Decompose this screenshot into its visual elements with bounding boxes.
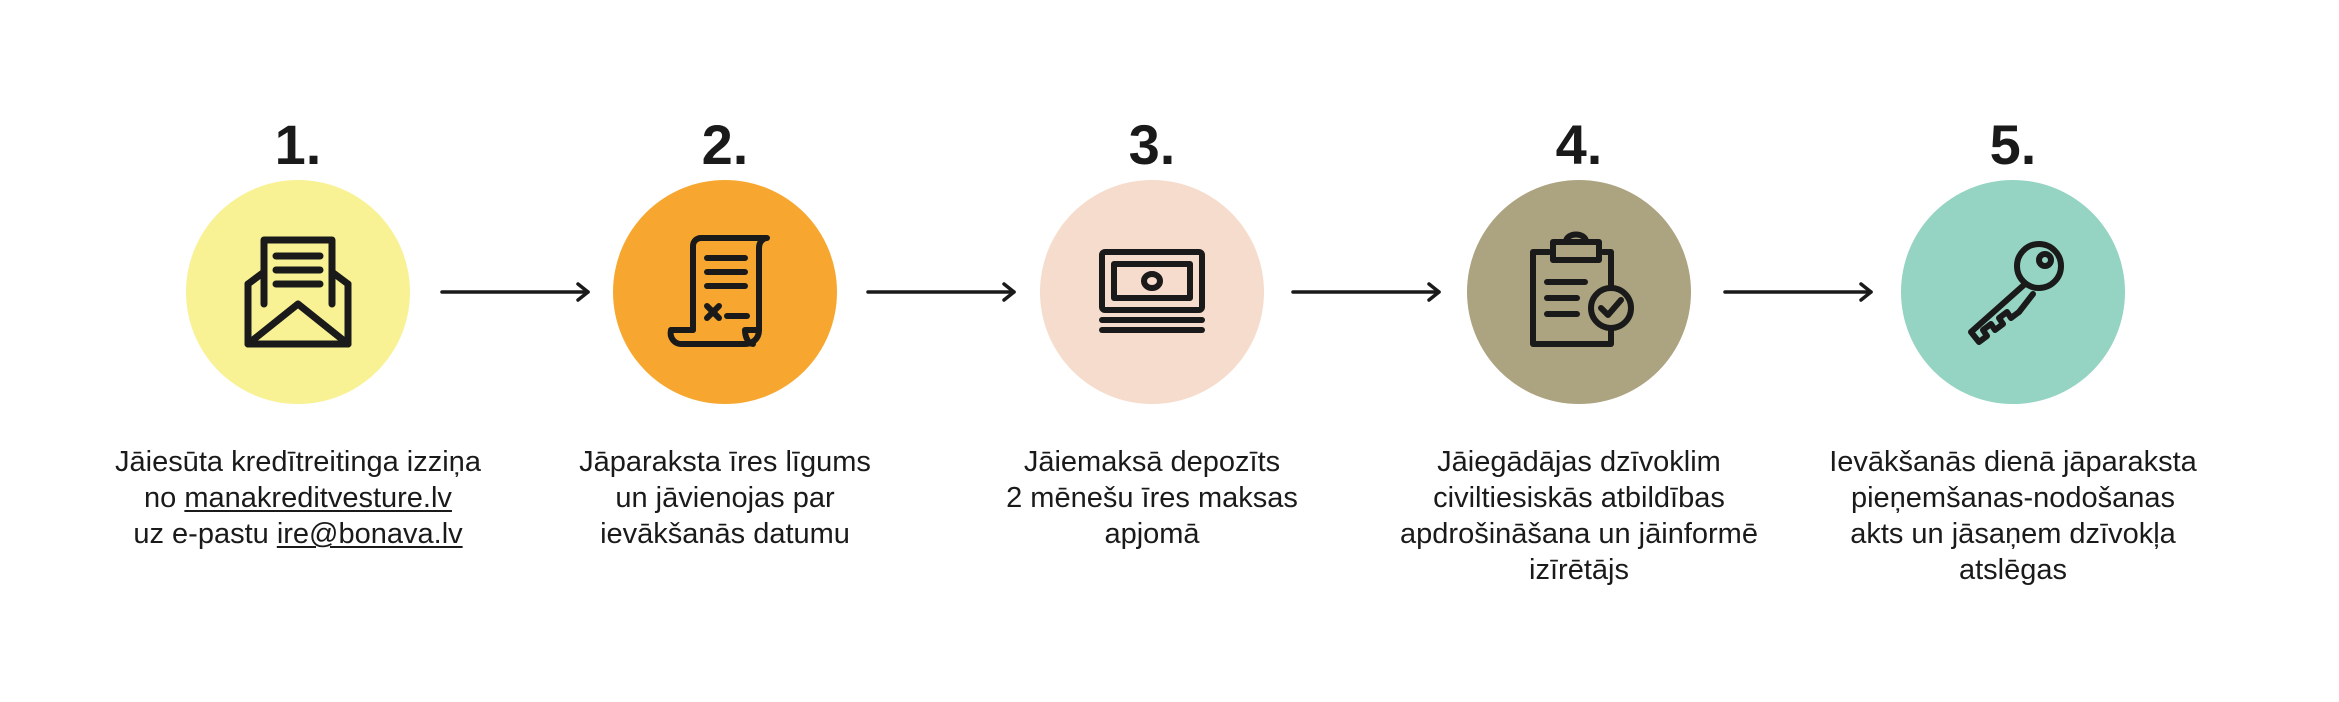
- step-circle: [186, 180, 410, 404]
- step-2: 2. Jāparaksta īres līgums un jāvienojas …: [500, 0, 950, 702]
- step-description: Ievākšanās dienā jāparaksta pieņemšanas-…: [1788, 444, 2238, 588]
- step-number: 5.: [1989, 113, 2037, 176]
- step-text-line: apjomā: [1104, 518, 1200, 550]
- step-description: Jāiesūta kredītreitinga izziņa no manakr…: [73, 444, 523, 552]
- contract-scroll-icon: [667, 235, 770, 347]
- arrow-right-icon: [1291, 282, 1443, 302]
- step-circle: [613, 180, 837, 404]
- step-text-line: un jāvienojas par: [615, 482, 835, 514]
- step-description: Jāparaksta īres līgums un jāvienojas par…: [500, 444, 950, 552]
- step-text-line: izīrētājs: [1529, 554, 1629, 586]
- step-text-line: Jāiesūta kredītreitinga izziņa: [115, 446, 481, 478]
- step-text-prefix: uz e-pastu: [133, 518, 277, 550]
- step-text-line: no manakreditvesture.lv: [73, 480, 523, 516]
- step-text-line: akts un jāsaņem dzīvokļa: [1850, 518, 2176, 550]
- step-text-line: civiltiesiskās atbildības: [1433, 482, 1725, 514]
- step-text-line: apdrošināšana un jāinformē: [1400, 518, 1758, 550]
- step-1: 1. Jāiesūta kredītreitinga izziņa no man…: [73, 0, 523, 702]
- step-number: 1.: [274, 113, 322, 176]
- step-3: 3. Jāiemaksā depozīts 2 mēnešu īres maks…: [927, 0, 1377, 702]
- step-text-line: 2 mēnešu īres maksas: [1006, 482, 1298, 514]
- arrow-right-icon: [1723, 282, 1875, 302]
- step-circle: [1467, 180, 1691, 404]
- key-icon: [1968, 241, 2064, 345]
- step-number: 3.: [1128, 113, 1176, 176]
- step-number: 4.: [1555, 113, 1603, 176]
- step-text-line: Jāparaksta īres līgums: [579, 446, 871, 478]
- step-text-line: uz e-pastu ire@bonava.lv: [73, 516, 523, 552]
- step-4: 4. Jāiegādājas dzīvoklim civiltiesiskās …: [1354, 0, 1804, 702]
- arrow-right-icon: [440, 282, 592, 302]
- step-5: 5. Ievākšanās dienā jāparaksta pieņemšan…: [1788, 0, 2238, 702]
- step-text-line: atslēgas: [1958, 554, 2067, 586]
- email-link[interactable]: ire@bonava.lv: [276, 518, 463, 550]
- manakreditvesture-link[interactable]: manakreditvesture.lv: [184, 482, 452, 514]
- arrow-right-icon: [866, 282, 1018, 302]
- step-description: Jāiegādājas dzīvoklim civiltiesiskās atb…: [1354, 444, 1804, 588]
- step-text-prefix: no: [144, 482, 185, 514]
- money-stack-icon: [1099, 249, 1205, 333]
- step-text-line: Ievākšanās dienā jāparaksta: [1829, 446, 2197, 478]
- step-number: 2.: [701, 113, 749, 176]
- envelope-letter-icon: [244, 236, 352, 348]
- step-text-line: Jāiegādājas dzīvoklim: [1437, 446, 1721, 478]
- step-circle: [1040, 180, 1264, 404]
- step-description: Jāiemaksā depozīts 2 mēnešu īres maksas …: [927, 444, 1377, 552]
- step-text-line: ievākšanās datumu: [600, 518, 850, 550]
- step-text-line: Jāiemaksā depozīts: [1023, 446, 1281, 478]
- clipboard-check-icon: [1530, 231, 1634, 347]
- step-text-line: pieņemšanas-nodošanas: [1850, 482, 2176, 514]
- step-circle: [1901, 180, 2125, 404]
